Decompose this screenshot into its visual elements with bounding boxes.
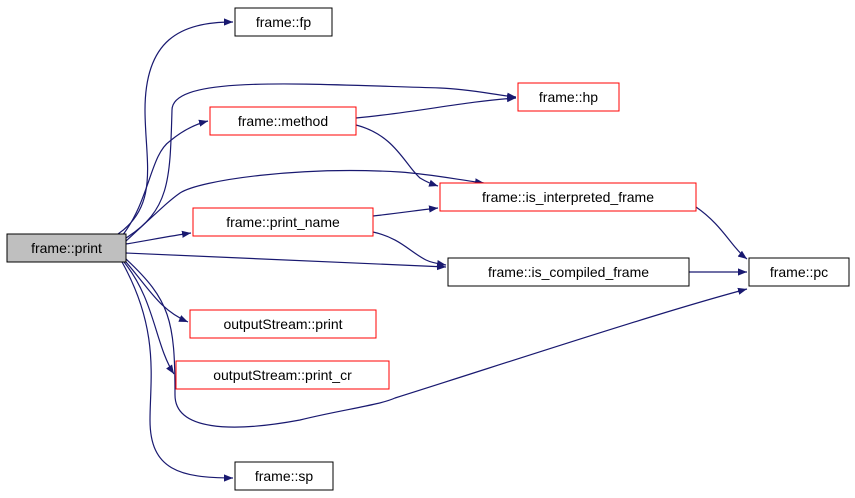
node-label: outputStream::print (223, 316, 342, 332)
node-box (192, 207, 374, 237)
node-label: frame::pc (770, 264, 828, 280)
node-print-name[interactable]: frame::print_name (192, 207, 374, 237)
node-box (748, 257, 850, 287)
node-label: outputStream::print_cr (213, 367, 352, 383)
node-box (6, 233, 127, 263)
edge-print-to-method (121, 119, 209, 237)
node-is-interp[interactable]: frame::is_interpreted_frame (439, 182, 697, 212)
node-print[interactable]: frame::print (6, 233, 127, 263)
edge-print-name-to-is-interp (372, 205, 439, 217)
node-pc[interactable]: frame::pc (748, 257, 850, 287)
edge-print-to-pc (125, 258, 748, 428)
node-box (189, 309, 377, 339)
node-label: frame::hp (539, 89, 598, 105)
edge-print-to-os-print-cr (123, 261, 175, 375)
edge-method-to-is-interp (355, 124, 439, 187)
node-box (234, 7, 333, 37)
node-label: frame::sp (255, 468, 314, 484)
edge-print-to-os-print (125, 261, 189, 323)
edge-print-to-hp (125, 83, 517, 239)
node-fp[interactable]: frame::fp (234, 7, 333, 37)
node-sp[interactable]: frame::sp (234, 461, 334, 491)
node-method[interactable]: frame::method (209, 106, 357, 136)
edges-layer (117, 18, 748, 482)
node-label: frame::is_interpreted_frame (482, 189, 654, 205)
node-box (517, 82, 620, 112)
node-os-print-cr[interactable]: outputStream::print_cr (175, 360, 390, 390)
nodes-layer: frame::print frame::fpframe::hpframe::met… (6, 7, 850, 491)
node-box (234, 461, 334, 491)
node-label: frame::print_name (226, 214, 340, 230)
edge-print-name-to-is-comp (372, 231, 447, 268)
edge-method-to-hp (355, 95, 517, 119)
node-box (439, 182, 697, 212)
node-label: frame::is_compiled_frame (488, 264, 649, 280)
node-os-print[interactable]: outputStream::print (189, 309, 377, 339)
node-box (209, 106, 357, 136)
edge-print-to-print-name (125, 230, 192, 245)
node-box (175, 360, 390, 390)
edge-print-to-sp (121, 261, 234, 482)
edge-print-to-is-comp (125, 252, 447, 271)
node-hp[interactable]: frame::hp (517, 82, 620, 112)
node-label: frame::fp (256, 14, 311, 30)
edge-print-to-fp (117, 18, 234, 235)
node-box (447, 257, 690, 287)
node-label: frame::method (238, 113, 328, 129)
node-label: frame::print (31, 240, 102, 256)
node-is-comp[interactable]: frame::is_compiled_frame (447, 257, 690, 287)
edge-print-to-is-interp (125, 169, 485, 242)
edge-is-interp-to-pc (695, 206, 748, 260)
